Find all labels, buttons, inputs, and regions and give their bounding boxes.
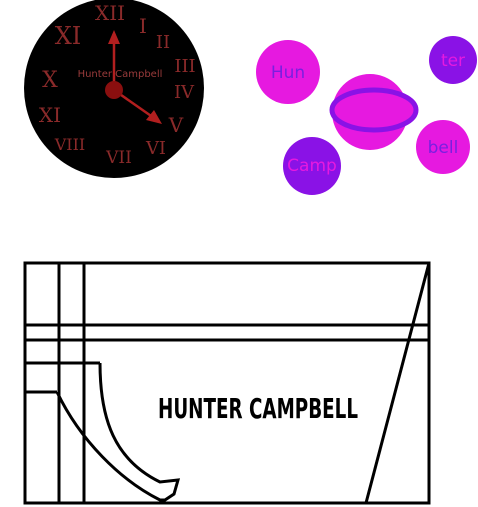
numeral-xii: XII: [95, 1, 125, 25]
bubble-hun-text: Hun: [271, 63, 305, 83]
numeral-iv: IV: [174, 82, 195, 103]
bubble-logo: Hun ter Camp bell: [256, 36, 477, 195]
numeral-v: V: [168, 113, 184, 137]
numeral-i: I: [139, 14, 147, 38]
bubble-hun: [256, 40, 320, 104]
numeral-ii: II: [156, 32, 170, 53]
clock: XII I II III IV V VI VII VIII XI X XI Hu…: [24, 0, 204, 178]
minute-hand-tip: [146, 110, 162, 124]
banner-frame: [23, 261, 431, 505]
numeral-vi: VI: [145, 138, 166, 159]
banner-diagonal: [364, 262, 431, 504]
clock-pivot: [105, 81, 123, 99]
banner-wordmark: HUNTER CAMPBELL: [158, 392, 358, 425]
bubble-ter: [429, 36, 477, 84]
hour-hand-tip: [108, 30, 120, 44]
banner-logo: [23, 261, 431, 505]
numeral-x: X: [42, 68, 58, 93]
bubble-camp-text: Camp: [287, 156, 337, 176]
bubble-ter-text: ter: [441, 51, 465, 71]
banner-swoosh: [55, 362, 181, 502]
numeral-vii: VII: [105, 148, 132, 168]
bubble-bell: [416, 120, 470, 174]
numeral-xi-lower: XI: [39, 103, 61, 127]
clock-center-label: Hunter Campbell: [78, 69, 163, 80]
numeral-viii: VIII: [54, 135, 86, 154]
bubble-camp: [283, 137, 341, 195]
bubble-ring: [329, 87, 419, 133]
numeral-iii: III: [174, 56, 195, 77]
bubble-bell-text: bell: [428, 138, 459, 158]
numeral-xi-upper: XI: [55, 22, 82, 50]
